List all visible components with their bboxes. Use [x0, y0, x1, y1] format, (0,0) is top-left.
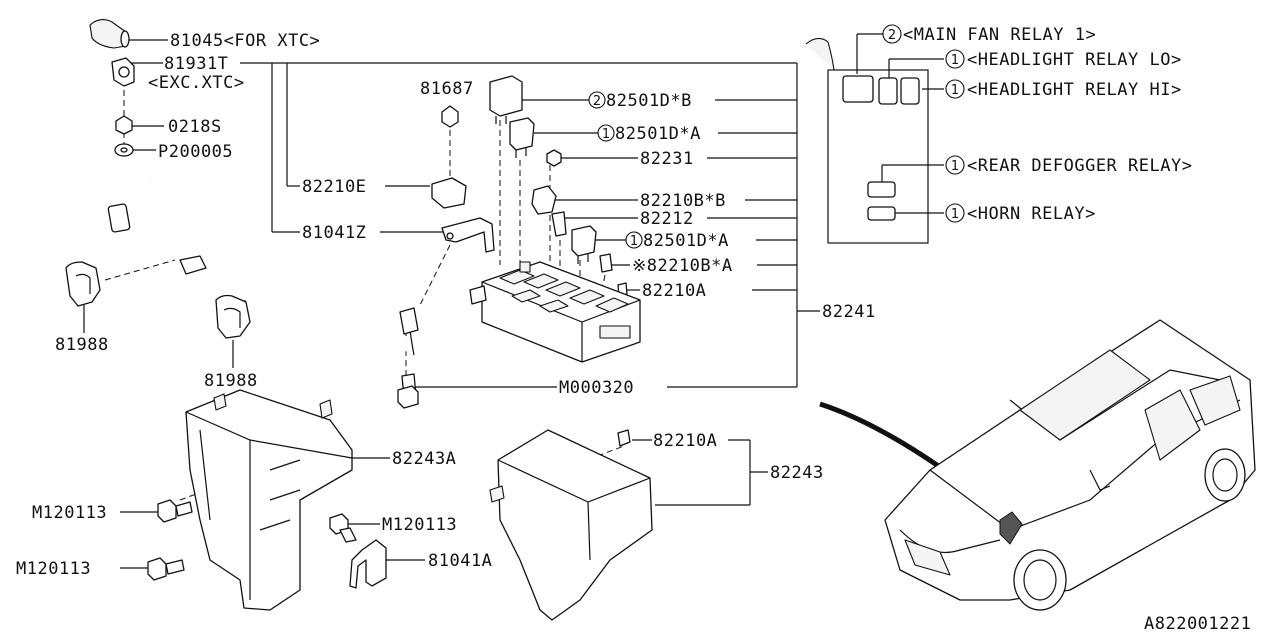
fuse-box-82241 [469, 261, 641, 363]
label-82210b-a: ※82210B*A [632, 256, 733, 276]
bracket-81041z [441, 217, 495, 253]
cover-82243 [489, 429, 653, 621]
nut-81687 [441, 105, 459, 128]
svg-text:1: 1 [630, 234, 638, 249]
leader-lines [83, 33, 944, 569]
label-82501d-a-1: 82501D*A [615, 124, 701, 144]
label-81931t-note: <EXC.XTC> [148, 73, 245, 93]
clip-82210b-b [531, 185, 557, 215]
label-82501d-a-2: 82501D*A [643, 231, 729, 251]
clip-81988-right [215, 294, 251, 339]
circled-number-1-relay-a2: 1 [625, 231, 643, 249]
relay-82501d-b [489, 75, 523, 124]
label-81041a: 81041A [428, 551, 492, 571]
bolt-m000320 [397, 373, 419, 409]
label-81988-right: 81988 [204, 371, 258, 391]
svg-text:1: 1 [951, 83, 959, 98]
bolt-m120113-3 [329, 513, 357, 543]
label-m000320: M000320 [559, 378, 634, 398]
bolt-m120113-1 [157, 499, 193, 523]
relay-legend-labels: <MAIN FAN RELAY 1> <HEADLIGHT RELAY LO> … [903, 25, 1192, 224]
clip-82210e [431, 177, 467, 209]
label-m120113-3: M120113 [382, 515, 457, 535]
label-82231: 82231 [640, 149, 694, 169]
vehicle-locator [819, 319, 1256, 611]
label-81988-left: 81988 [55, 335, 109, 355]
circled-number-2-main-fan: 2 [882, 24, 902, 44]
label-82243a: 82243A [392, 449, 456, 469]
fuse-82212 [551, 211, 567, 237]
legend-headlight-relay-hi: <HEADLIGHT RELAY HI> [967, 80, 1182, 100]
clip-81988-left [65, 261, 101, 307]
fuse-82210b-a [599, 253, 613, 273]
circled-number-1-rear-defogger: 1 [945, 155, 965, 175]
legend-main-fan-relay: <MAIN FAN RELAY 1> [903, 25, 1096, 45]
label-82210a-bottom: 82210A [653, 431, 717, 451]
bolt-m120113-2 [147, 557, 185, 581]
circled-numbers: 2 1 1 2 1 1 1 1 [588, 24, 965, 249]
harness-clamp [399, 307, 419, 335]
label-m120113-2: M120113 [16, 559, 91, 579]
bracket-82243a [185, 389, 353, 611]
label-82243: 82243 [770, 463, 824, 483]
label-81687: 81687 [420, 79, 474, 99]
svg-text:2: 2 [593, 94, 601, 109]
circled-number-1-horn: 1 [945, 203, 965, 223]
svg-text:1: 1 [951, 53, 959, 68]
label-82210a-top: 82210A [642, 281, 706, 301]
nut-82231 [546, 149, 562, 167]
relay-location-box [805, 37, 929, 244]
circled-number-1-headlight-hi: 1 [945, 79, 965, 99]
label-82210b-b: 82210B*B [640, 191, 726, 211]
svg-text:1: 1 [951, 207, 959, 222]
label-p200005: P200005 [158, 142, 233, 162]
washer-p200005 [114, 143, 134, 157]
legend-horn-relay: <HORN RELAY> [967, 204, 1096, 224]
label-81931t: 81931T [164, 54, 228, 74]
svg-text:1: 1 [951, 159, 959, 174]
nut-0218s [115, 115, 133, 135]
circled-number-1-headlight-lo: 1 [945, 49, 965, 69]
terminal-81931t [111, 57, 135, 87]
label-82210e: 82210E [302, 177, 366, 197]
svg-text:1: 1 [602, 127, 610, 142]
label-81045: 81045<FOR XTC> [170, 31, 320, 51]
diagram-id: A822001221 [1144, 614, 1251, 634]
circled-number-2-relay-b: 2 [588, 91, 606, 109]
label-81041z: 81041Z [302, 223, 366, 243]
circled-number-1-relay-a1: 1 [597, 124, 615, 142]
svg-text:2: 2 [888, 28, 896, 43]
connector-boot-81045 [89, 19, 130, 49]
legend-rear-defogger-relay: <REAR DEFOGGER RELAY> [967, 156, 1192, 176]
fuse-82210a-bottom [617, 429, 631, 447]
label-82212: 82212 [640, 209, 694, 229]
relay-82501d-a-1 [509, 117, 535, 158]
bracket-81041a [349, 539, 387, 589]
part-labels: 81045<FOR XTC> 81931T <EXC.XTC> 0218S P2… [16, 31, 876, 579]
label-m120113-1: M120113 [32, 503, 107, 523]
label-0218s: 0218S [168, 117, 222, 137]
relay-82501d-a-2 [571, 225, 597, 264]
label-82241: 82241 [822, 302, 876, 322]
legend-headlight-relay-lo: <HEADLIGHT RELAY LO> [967, 50, 1182, 70]
label-82501d-b: 82501D*B [606, 91, 692, 111]
battery-harness [107, 166, 496, 356]
